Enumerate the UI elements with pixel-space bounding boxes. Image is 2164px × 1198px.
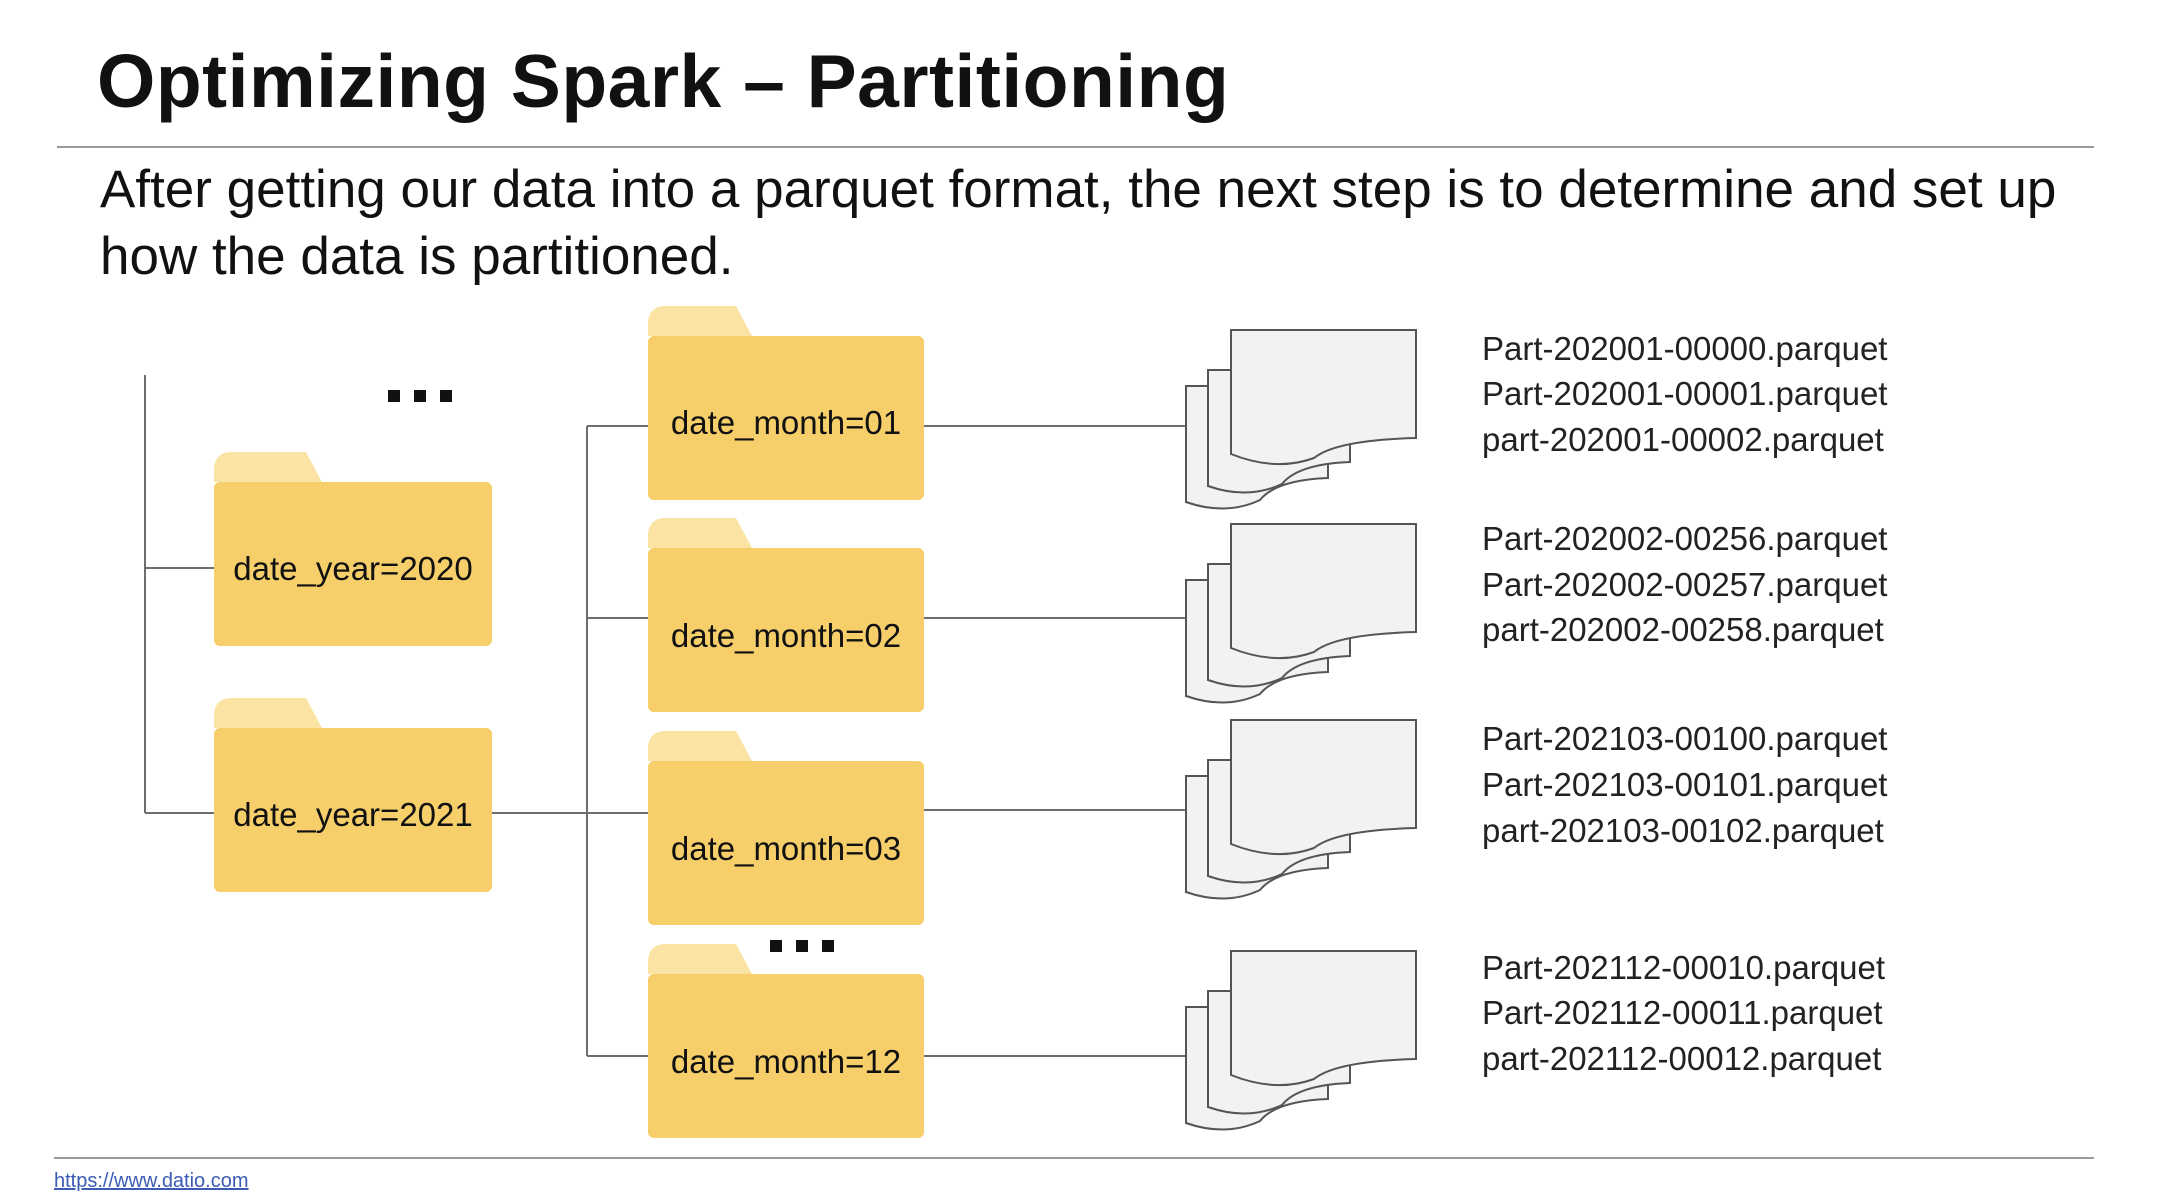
file-list-month-12: Part-202112-00010.parquet Part-202112-00…: [1482, 949, 1885, 1077]
file-stack-icon-12: [1185, 950, 1417, 1131]
folder-icon: [648, 944, 924, 1138]
file-stack-icon-01: [1185, 329, 1417, 510]
year-folder-label: date_year=2020: [233, 550, 472, 587]
file-list-month-03: Part-202103-00100.parquet Part-202103-00…: [1482, 720, 1887, 849]
ellipsis-months: [770, 940, 834, 952]
folder-icon: [214, 452, 492, 646]
month-folder-label: date_month=01: [671, 404, 901, 441]
file-list-month-01: Part-202001-00000.parquet Part-202001-00…: [1482, 330, 1887, 458]
month-folder-12[interactable]: date_month=12: [648, 944, 924, 1138]
file-stack-icon-02: [1185, 523, 1417, 704]
file-name: Part-202112-00010.parquet: [1482, 949, 1885, 986]
year-folder-2021[interactable]: date_year=2021: [214, 698, 492, 892]
file-name: part-202112-00012.parquet: [1482, 1040, 1881, 1077]
year-folder-label: date_year=2021: [233, 796, 472, 833]
folder-icon: [648, 518, 924, 712]
file-name: Part-202112-00011.parquet: [1482, 994, 1883, 1031]
intro-text: After getting our data into a parquet fo…: [100, 160, 2057, 286]
file-name: Part-202001-00001.parquet: [1482, 375, 1887, 412]
tree-connectors: [144, 375, 1186, 1057]
folder-icon: [214, 698, 492, 892]
ellipsis-top: [388, 390, 452, 402]
file-name: Part-202002-00257.parquet: [1482, 566, 1887, 603]
file-name: Part-202103-00100.parquet: [1482, 720, 1887, 757]
month-folder-label: date_month=03: [671, 830, 901, 867]
month-folder-label: date_month=12: [671, 1043, 901, 1080]
title-divider: [57, 146, 2094, 148]
footer-link[interactable]: https://www.datio.com: [54, 1170, 249, 1192]
file-name: part-202002-00258.parquet: [1482, 611, 1884, 648]
folder-icon: [648, 731, 924, 925]
file-name: Part-202001-00000.parquet: [1482, 330, 1887, 367]
month-folder-03[interactable]: date_month=03: [648, 731, 924, 925]
file-list-month-02: Part-202002-00256.parquet Part-202002-00…: [1482, 520, 1887, 648]
month-folder-02[interactable]: date_month=02: [648, 518, 924, 712]
month-folder-label: date_month=02: [671, 617, 901, 654]
slide-title: Optimizing Spark – Partitioning: [97, 39, 1230, 123]
file-name: Part-202103-00101.parquet: [1482, 766, 1887, 803]
file-name: Part-202002-00256.parquet: [1482, 520, 1887, 557]
file-name: part-202001-00002.parquet: [1482, 421, 1884, 458]
file-stack-icon-03: [1185, 719, 1417, 900]
footer-divider: [54, 1157, 2094, 1159]
folder-icon: [648, 306, 924, 500]
year-folder-2020[interactable]: date_year=2020: [214, 452, 492, 646]
month-folder-01[interactable]: date_month=01: [648, 306, 924, 500]
file-name: part-202103-00102.parquet: [1482, 812, 1884, 849]
